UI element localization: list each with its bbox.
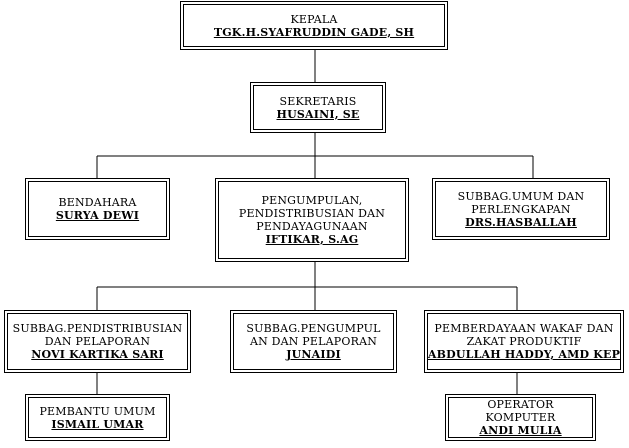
kepala-name: TGK.H.SYAFRUDDIN GADE, SH — [213, 25, 415, 39]
subbag-pengumpul-title: SUBBAG.PENGUMPUL AN DAN PELAPORAN — [246, 322, 381, 348]
kepala-title: KEPALA — [290, 12, 338, 26]
pengumpulan-name: IFTIKAR, S.AG — [265, 233, 359, 246]
bendahara-name: SURYA DEWI — [55, 209, 140, 222]
subbag-umum-name: DRS.HASBALLAH — [465, 215, 577, 229]
pembantu-box: PEMBANTU UMUM ISMAIL UMAR — [25, 394, 170, 441]
sekretaris-title: SEKRETARIS — [279, 94, 357, 108]
subbag-distribusi-box: SUBBAG.PENDISTRIBUSIAN DAN PELAPORAN NOV… — [4, 310, 191, 373]
subbag-distribusi-name: NOVI KARTIKA SARI — [31, 348, 164, 361]
subbag-umum-title: SUBBAG.UMUM DAN PERLENGKAPAN — [457, 189, 585, 216]
pengumpulan-box: PENGUMPULAN, PENDISTRIBUSIAN DAN PENDAYA… — [215, 178, 409, 262]
kepala-box: KEPALA TGK.H.SYAFRUDDIN GADE, SH — [180, 1, 448, 50]
subbag-umum-box: SUBBAG.UMUM DAN PERLENGKAPAN DRS.HASBALL… — [432, 178, 610, 240]
operator-box: OPERATOR KOMPUTER ANDI MULIA — [445, 394, 596, 441]
bendahara-box: BENDAHARA SURYA DEWI — [25, 178, 170, 240]
pemberdayaan-box: PEMBERDAYAAN WAKAF DAN ZAKAT PRODUKTIF A… — [424, 310, 624, 373]
pemberdayaan-title: PEMBERDAYAAN WAKAF DAN ZAKAT PRODUKTIF — [434, 322, 614, 348]
pembantu-title: PEMBANTU UMUM — [39, 404, 156, 418]
sekretaris-name: HUSAINI, SE — [276, 107, 360, 121]
subbag-distribusi-title: SUBBAG.PENDISTRIBUSIAN DAN PELAPORAN — [12, 322, 183, 348]
pengumpulan-title: PENGUMPULAN, PENDISTRIBUSIAN DAN PENDAYA… — [238, 194, 386, 233]
subbag-pengumpul-name: JUNAIDI — [286, 348, 341, 361]
pembantu-name: ISMAIL UMAR — [51, 417, 144, 431]
sekretaris-box: SEKRETARIS HUSAINI, SE — [250, 82, 386, 133]
operator-name: ANDI MULIA — [479, 424, 562, 437]
pemberdayaan-name: ABDULLAH HADDY, AMD KEP — [427, 348, 621, 361]
operator-title: OPERATOR KOMPUTER — [485, 398, 556, 424]
bendahara-title: BENDAHARA — [58, 196, 137, 209]
subbag-pengumpul-box: SUBBAG.PENGUMPUL AN DAN PELAPORAN JUNAID… — [230, 310, 397, 373]
